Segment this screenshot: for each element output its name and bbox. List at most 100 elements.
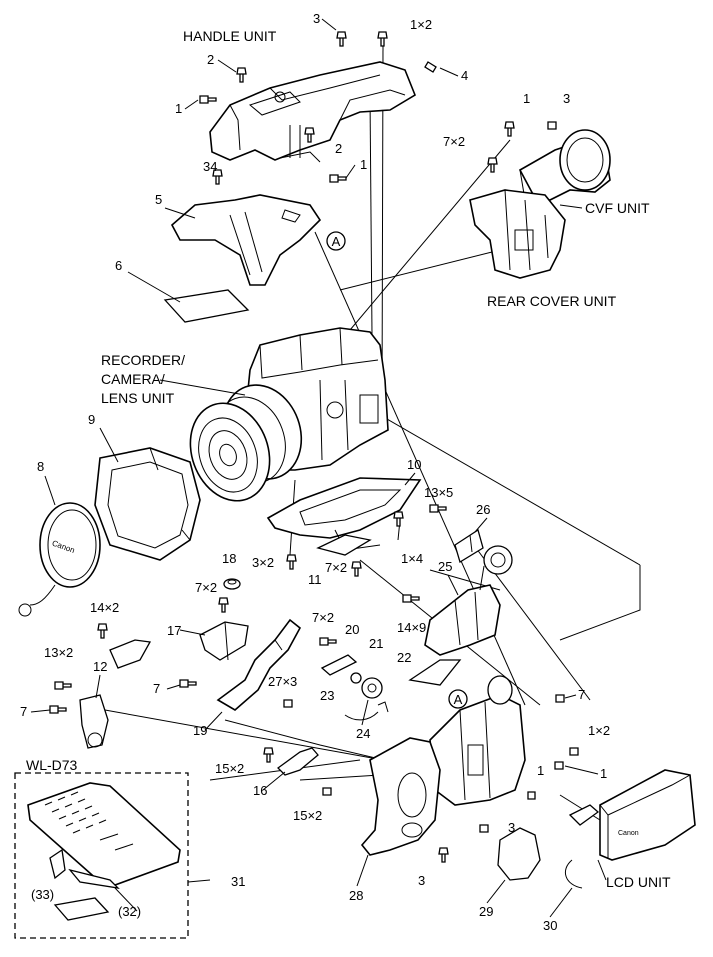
part-label: 2 [335, 141, 342, 156]
part-label: 30 [543, 918, 557, 933]
recorder-unit-title-line1: RECORDER/ [101, 352, 185, 368]
lcd-unit: Canon [568, 769, 696, 861]
part-label: 26 [476, 502, 490, 517]
screw [424, 61, 437, 73]
rear-cover-unit [469, 189, 566, 279]
screw [487, 157, 498, 173]
screw [504, 121, 515, 137]
part-label: 24 [356, 726, 370, 741]
screw [304, 127, 315, 143]
part-label: 1 [175, 101, 182, 116]
part-label: 1 [600, 766, 607, 781]
remote-model-title: WL-D73 [26, 757, 78, 773]
unit-titles: HANDLE UNIT CVF UNIT REAR COVER UNIT REC… [26, 28, 671, 890]
part-17-bracket [199, 621, 249, 661]
part-label: 5 [155, 192, 162, 207]
part-label: 22 [397, 650, 411, 665]
remote-controller [14, 772, 211, 939]
rear-cover-unit-title: REAR COVER UNIT [487, 293, 617, 309]
part-16-clip [277, 747, 319, 776]
part-6-sheet [127, 271, 250, 323]
part-label: 2 [207, 52, 214, 67]
part-5-top-cover [170, 194, 322, 286]
part-label: 7×2 [312, 610, 334, 625]
screw [319, 637, 337, 646]
screw [283, 699, 293, 708]
screw [54, 681, 72, 690]
screw [97, 623, 108, 639]
part-label: 1 [537, 763, 544, 778]
part-label: 3 [563, 91, 570, 106]
screw [569, 747, 579, 756]
part-label: 25 [438, 559, 452, 574]
screw [263, 747, 274, 763]
screw [179, 679, 197, 688]
screw [212, 169, 223, 185]
screw [393, 511, 404, 527]
part-label: 7 [20, 704, 27, 719]
part-19-frame [216, 618, 302, 711]
screw [322, 787, 332, 796]
part-28-side-cover [360, 737, 441, 856]
part-label: 3 [313, 11, 320, 26]
part-label: 20 [345, 622, 359, 637]
handle-unit-title: HANDLE UNIT [183, 28, 277, 44]
part-22-flex [408, 659, 462, 686]
part-label: 1×4 [401, 551, 423, 566]
part-9-lens-hood [94, 447, 201, 561]
part-label: 1 [523, 91, 530, 106]
part-label: 31 [231, 874, 245, 889]
part-label: 15×2 [215, 761, 244, 776]
part-label: 17 [167, 623, 181, 638]
part-label: 28 [349, 888, 363, 903]
recorder-unit-title-line2: CAMERA/ [101, 371, 165, 387]
screw [199, 95, 217, 104]
reference-marker-a-top: A [326, 231, 346, 251]
screw [236, 67, 247, 83]
lcd-unit-title: LCD UNIT [606, 874, 671, 890]
part-label: 10 [407, 457, 421, 472]
part-label: 13×5 [424, 485, 453, 500]
part-label: 7 [578, 687, 585, 702]
screw [555, 694, 565, 703]
part-label: 3 [508, 820, 515, 835]
part-label: 12 [93, 659, 107, 674]
handle-unit [209, 61, 416, 163]
part-label: 7 [153, 681, 160, 696]
screw [336, 31, 347, 47]
part-24-wheel [361, 677, 389, 713]
cvf-unit-title: CVF UNIT [585, 200, 650, 216]
part-label: 3×2 [252, 555, 274, 570]
screw [223, 578, 241, 590]
screw [49, 705, 67, 714]
part-callouts: 3 1×2 2 4 1 2 34 1 1 3 7×2 5 6 9 8 10 13… [20, 11, 610, 933]
part-label: 23 [320, 688, 334, 703]
part-label: 13×2 [44, 645, 73, 660]
screw [438, 847, 449, 863]
label-leaders [30, 18, 607, 918]
screw [218, 597, 229, 613]
part-21-gear [350, 672, 362, 684]
screw [527, 791, 536, 800]
part-label: 29 [479, 904, 493, 919]
part-label: 7×2 [325, 560, 347, 575]
part-label: 8 [37, 459, 44, 474]
part-30-cable [564, 859, 583, 889]
screw [479, 824, 489, 833]
part-12-bracket [79, 639, 152, 749]
screw [377, 31, 388, 47]
part-23-cable [344, 711, 379, 721]
part-label: 16 [253, 783, 267, 798]
recorder-unit-title-line3: LENS UNIT [101, 390, 175, 406]
part-20-plate [320, 654, 358, 676]
screw [547, 121, 557, 130]
screws [49, 31, 579, 863]
main-body-rear-assembly [429, 675, 526, 806]
part-label: 1 [360, 157, 367, 172]
part-label: 3 [418, 873, 425, 888]
part-label: (32) [118, 904, 141, 919]
lcd-brand-text: Canon [618, 830, 639, 837]
part-label: 11 [308, 572, 322, 587]
screw [286, 554, 297, 570]
part-label: 14×9 [397, 620, 426, 635]
